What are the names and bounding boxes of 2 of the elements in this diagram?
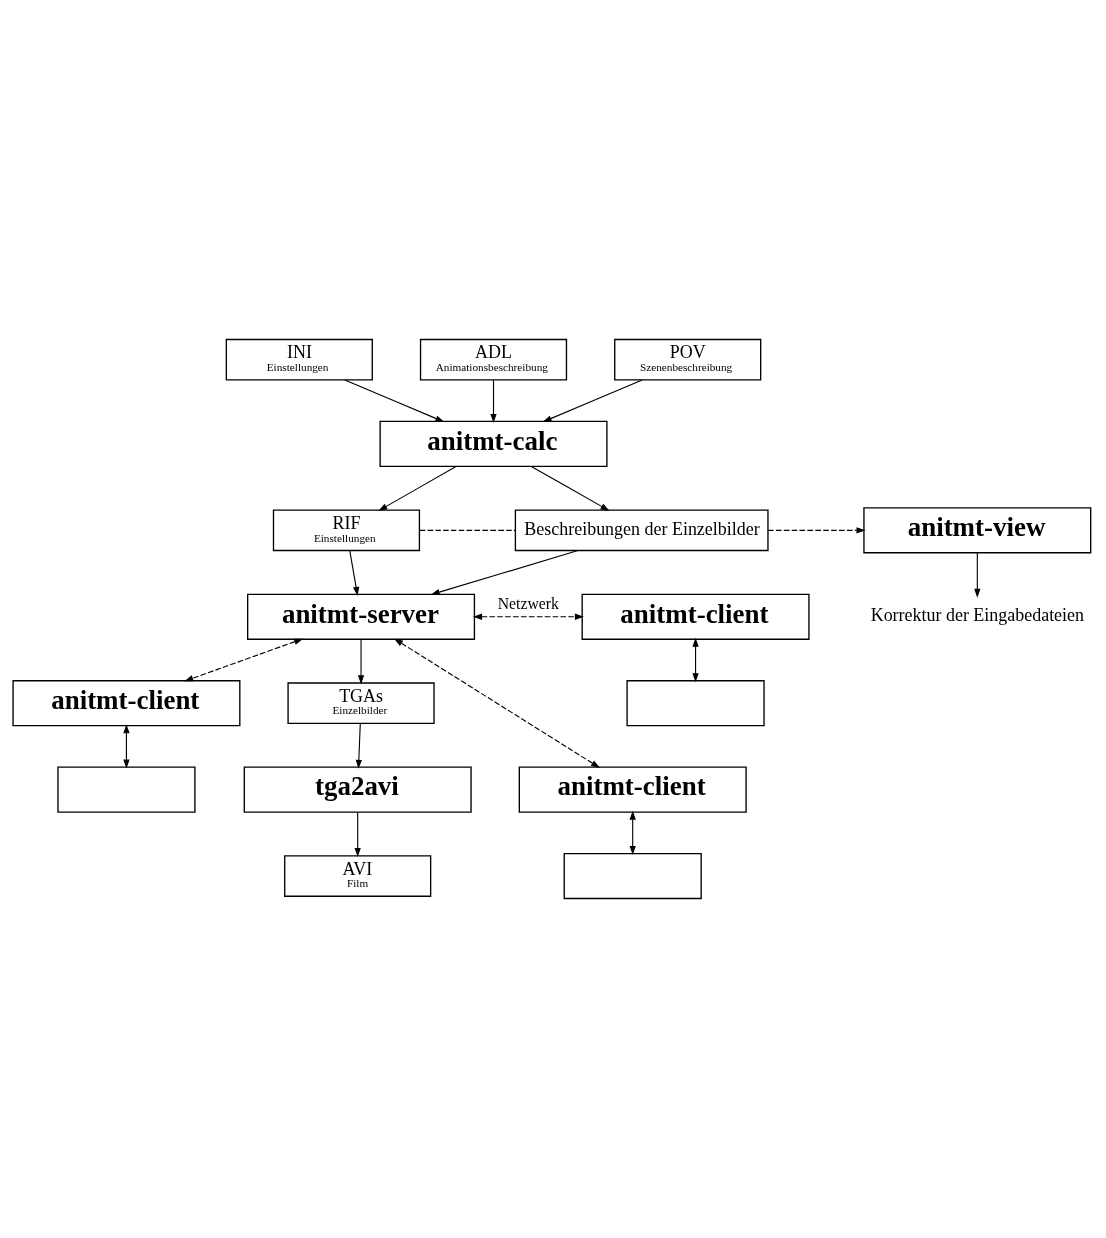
- edge-label: Netzwerk: [497, 595, 559, 613]
- node-text: Korrektur der Eingabedateien: [870, 605, 1085, 626]
